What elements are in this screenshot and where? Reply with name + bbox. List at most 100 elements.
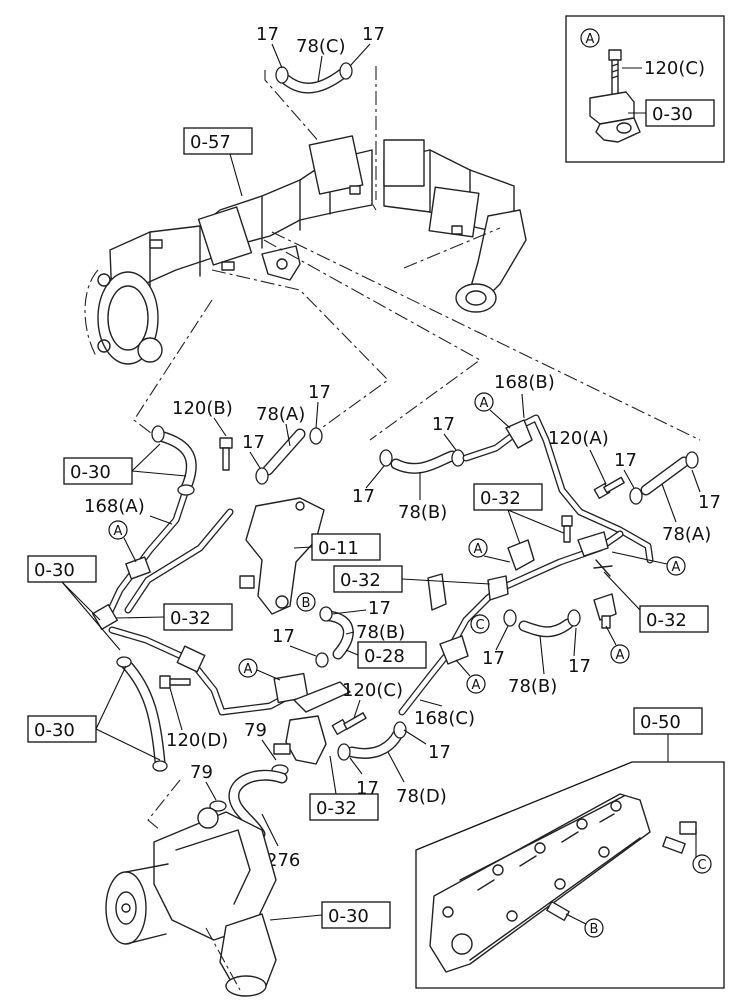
label-17-78b-left: 17 bbox=[368, 598, 391, 619]
bolt-b-detail bbox=[546, 900, 587, 925]
label-17-78a-left: 17 bbox=[308, 382, 331, 403]
label-17-78b-right: 17 bbox=[568, 656, 591, 677]
label-78a-right: 78(A) bbox=[662, 524, 711, 545]
ref-box-0-32-right bbox=[639, 605, 709, 633]
marker-a-left bbox=[108, 520, 128, 540]
ref-box-0-30-mid bbox=[27, 555, 97, 583]
hose-upper-left bbox=[151, 425, 197, 496]
bolt-120d bbox=[159, 675, 191, 689]
hose-78a-right bbox=[629, 451, 699, 505]
pipe-168a bbox=[92, 486, 234, 630]
ref-text-0-30-detail: 0-30 bbox=[652, 104, 693, 125]
ref-box-0-57 bbox=[183, 127, 253, 155]
label-17-top-left: 17 bbox=[256, 24, 279, 45]
detail-a-marker bbox=[580, 28, 600, 48]
marker-a-168c bbox=[466, 674, 486, 694]
bolt-120b bbox=[219, 437, 233, 471]
ref-text-0-32-right: 0-32 bbox=[646, 610, 687, 631]
ref-text-0-30-mid: 0-30 bbox=[34, 560, 75, 581]
label-168b: 168(B) bbox=[494, 372, 555, 393]
ref-box-0-30-detail bbox=[645, 99, 715, 127]
small-bracket bbox=[293, 681, 351, 713]
label-17-78b-upper-left: 17 bbox=[352, 486, 375, 507]
label-168a: 168(A) bbox=[84, 496, 145, 517]
hose-78b-right bbox=[503, 609, 581, 638]
label-17-78a-right-left: 17 bbox=[614, 450, 637, 471]
hose-78d bbox=[337, 721, 407, 761]
label-17-78b-right-left: 17 bbox=[482, 648, 505, 669]
ref-text-0-30-low: 0-30 bbox=[34, 720, 75, 741]
marker-a-mid-text: A bbox=[244, 662, 253, 677]
route-line-5 bbox=[133, 299, 213, 441]
ref-text-0-28: 0-28 bbox=[364, 646, 405, 667]
label-78d: 78(D) bbox=[396, 786, 447, 807]
pipe-crossbar bbox=[498, 530, 624, 592]
bolt-c-detail bbox=[662, 821, 697, 860]
marker-c-detail-text: C bbox=[697, 858, 706, 873]
label-17-78b-upper-right: 17 bbox=[432, 414, 455, 435]
marker-b-left-text: B bbox=[302, 596, 311, 611]
label-168c: 168(C) bbox=[414, 708, 475, 729]
ref-box-0-32-lower bbox=[309, 793, 379, 821]
marker-a-crossbar bbox=[468, 538, 488, 558]
detail-a-marker-text: A bbox=[586, 32, 595, 47]
fitting-right-clamp bbox=[593, 593, 617, 629]
hose-lower-left bbox=[116, 656, 168, 772]
ref-text-0-32-center: 0-32 bbox=[340, 570, 381, 591]
ref-box-0-11 bbox=[311, 533, 381, 561]
bolt-120c-detail bbox=[608, 49, 622, 99]
label-120c-detail: 120(C) bbox=[644, 58, 705, 79]
ref-text-0-32-left: 0-32 bbox=[170, 608, 211, 629]
label-78a-left: 78(A) bbox=[256, 404, 305, 425]
marker-a-168b-text: A bbox=[480, 396, 489, 411]
bolt-120c-mid bbox=[331, 712, 367, 736]
label-79-upper: 79 bbox=[244, 720, 267, 741]
route-line-2 bbox=[263, 239, 482, 441]
label-120d: 120(D) bbox=[166, 730, 228, 751]
label-276: 276 bbox=[266, 850, 300, 871]
detail-0-50-inset: 0-50 C B bbox=[415, 707, 725, 989]
fitting-79 bbox=[271, 715, 327, 776]
marker-c-mid bbox=[470, 614, 490, 634]
label-79-lower: 79 bbox=[190, 762, 213, 783]
label-17-left-mid: 17 bbox=[242, 432, 265, 453]
pipe-168b bbox=[462, 414, 654, 564]
oil-cooler-body bbox=[429, 793, 651, 973]
hose-78a-left bbox=[255, 427, 323, 485]
ref-box-0-32-left bbox=[163, 603, 233, 631]
ref-box-0-32-center bbox=[333, 565, 403, 593]
marker-c-detail bbox=[692, 854, 712, 874]
marker-a-mid bbox=[238, 658, 258, 678]
bracket-0-11 bbox=[239, 497, 325, 615]
route-line-3 bbox=[271, 231, 701, 441]
pipe-168c bbox=[398, 573, 509, 716]
ref-box-0-30-upper bbox=[63, 457, 133, 485]
marker-a-right bbox=[666, 556, 686, 576]
marker-a-lower-right-text: A bbox=[616, 648, 625, 663]
ref-text-0-57: 0-57 bbox=[190, 132, 231, 153]
detail-0-50-frame bbox=[415, 761, 725, 989]
clip-detail bbox=[589, 91, 641, 143]
ref-box-0-32-upper bbox=[473, 483, 543, 511]
route-line-1 bbox=[211, 269, 389, 433]
marker-a-168b bbox=[474, 392, 494, 412]
ref-box-0-50 bbox=[633, 707, 703, 735]
label-17-left-lower: 17 bbox=[272, 626, 295, 647]
marker-a-168c-text: A bbox=[472, 678, 481, 693]
ref-text-0-32-lower: 0-32 bbox=[316, 798, 357, 819]
label-120a: 120(A) bbox=[548, 428, 609, 449]
bolt-120a bbox=[593, 476, 625, 500]
hose-276 bbox=[228, 769, 288, 840]
ref-text-0-50: 0-50 bbox=[640, 712, 681, 733]
ref-text-0-32-upper: 0-32 bbox=[480, 488, 521, 509]
marker-a-left-text: A bbox=[114, 524, 123, 539]
label-17-top-right: 17 bbox=[362, 24, 385, 45]
label-78b-right: 78(B) bbox=[508, 676, 557, 697]
label-120b: 120(B) bbox=[172, 398, 233, 419]
marker-b-detail-text: B bbox=[590, 922, 599, 937]
hose-78b-upper bbox=[379, 449, 465, 474]
label-17-78a-right: 17 bbox=[698, 492, 721, 513]
detail-a-frame bbox=[565, 15, 725, 163]
marker-b-detail bbox=[584, 918, 604, 938]
route-line-4 bbox=[403, 227, 501, 269]
